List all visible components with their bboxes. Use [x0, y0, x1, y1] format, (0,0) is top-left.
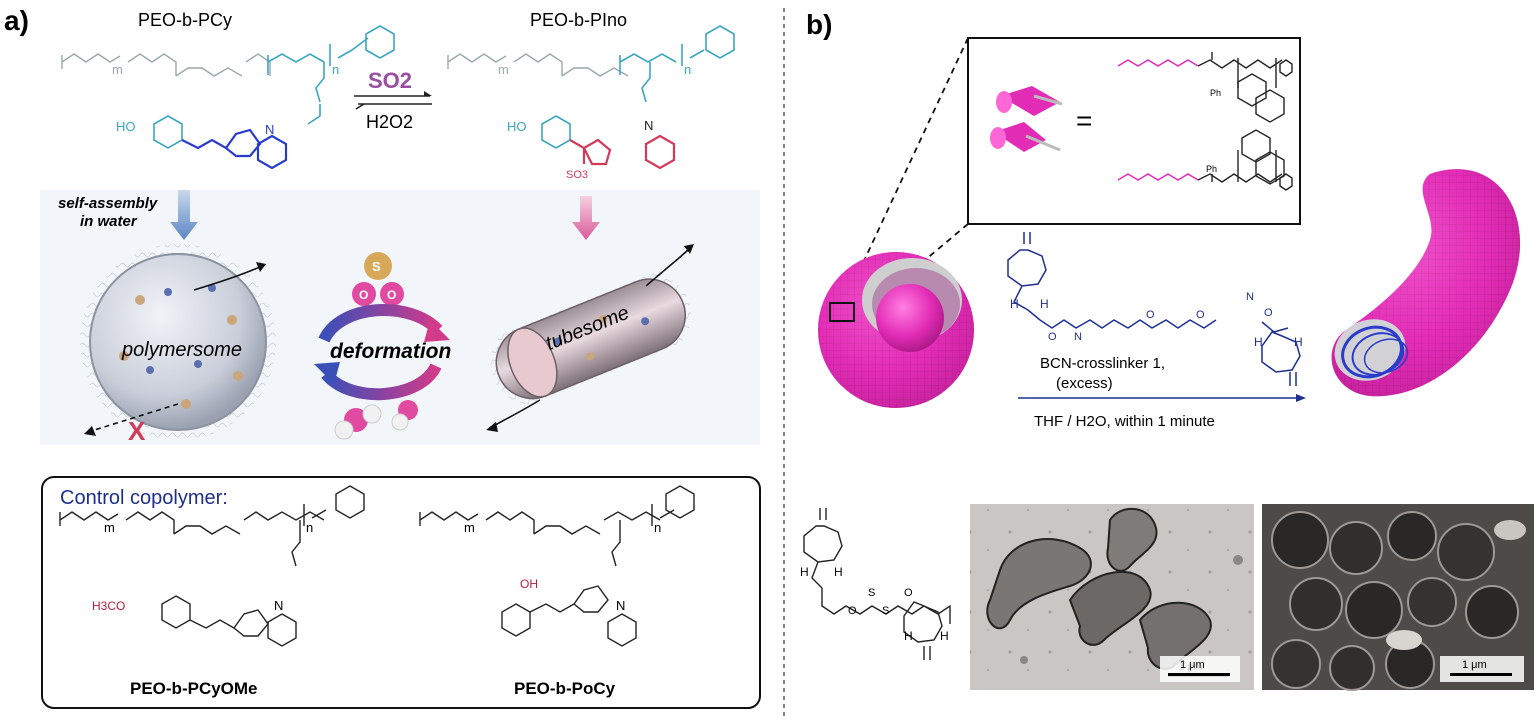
- x-mark: X: [128, 416, 146, 446]
- left-polymer-m: m: [112, 62, 123, 77]
- in-water-label: in water: [80, 213, 138, 230]
- right-polymer-structure: m n HO SO3 N: [447, 25, 735, 181]
- bcn-n-2: N: [1246, 291, 1254, 303]
- control-left-m: m: [104, 520, 115, 535]
- so2-molecule-o2: O: [387, 288, 396, 302]
- disulfide-h1: H: [800, 565, 809, 579]
- scale-bar-left-text: 1 μm: [1180, 659, 1205, 671]
- crosslinker-label: BCN-crosslinker 1,: [1040, 355, 1165, 372]
- disulfide-o1: O: [848, 605, 857, 617]
- panel-b: b) = Ph Ph: [800, 9, 1534, 691]
- disulfide-o2: O: [904, 587, 913, 599]
- disulfide-s1: S: [868, 587, 875, 599]
- panel-a-label: a): [4, 5, 29, 36]
- tubesome: tubesome: [486, 244, 694, 432]
- polymersome-label: polymersome: [121, 339, 242, 361]
- control-left-n: n: [306, 520, 313, 535]
- left-polymer-n-atom: N: [265, 122, 274, 137]
- left-polymer-n: n: [332, 62, 339, 77]
- scale-bar-right-text: 1 μm: [1462, 659, 1487, 671]
- right-polymer-m: m: [498, 62, 509, 77]
- control-right-structure: m n OH N: [419, 485, 695, 647]
- left-polymer-structure: m n HO N: [61, 25, 395, 170]
- control-left-h3co: H3CO: [92, 599, 125, 613]
- tem-image-right: 1 μm: [1262, 504, 1534, 691]
- reaction-arrowhead: [1296, 394, 1306, 402]
- so2-molecule-o1: O: [359, 288, 368, 302]
- control-title: Control copolymer:: [60, 487, 228, 509]
- panel-b-label: b): [806, 9, 832, 40]
- equals-sign: =: [1076, 105, 1092, 136]
- left-polymer-ho: HO: [116, 119, 136, 134]
- panel-a: a) PEO-b-PCy m n HO N SO2 H2O2: [4, 5, 761, 709]
- disulfide-h3: H: [904, 629, 913, 643]
- structure-ph-1: Ph: [1210, 88, 1221, 98]
- bcn-o-1: O: [1048, 331, 1057, 343]
- bcn-o-4: O: [1264, 307, 1273, 319]
- self-assembly-arrow: [170, 190, 198, 240]
- pink-tube: [1331, 169, 1521, 397]
- tem-image-left: 1 μm 1 μm: [970, 504, 1254, 690]
- control-left-structure: m n H3CO N: [59, 485, 365, 647]
- pink-vesicle: [818, 252, 974, 408]
- zoom-line-top: [841, 37, 969, 309]
- h2o2-label: H2O2: [366, 112, 413, 132]
- so2-label: SO2: [368, 68, 412, 93]
- excess-label: (excess): [1056, 375, 1113, 392]
- so2-molecule-s: S: [372, 259, 381, 274]
- assembly-arrow-right: [572, 196, 600, 240]
- right-polymer-n-atom: N: [644, 118, 653, 133]
- bcn-right-h2: H: [1294, 335, 1303, 349]
- right-polymer-n: n: [684, 62, 691, 77]
- control-left-n-atom: N: [274, 598, 283, 613]
- disulfide-h2: H: [834, 565, 843, 579]
- disulfide-crosslinker-structure: H H O S S O H H: [800, 508, 951, 660]
- control-right-n-atom: N: [616, 598, 625, 613]
- bcn-o-3: O: [1196, 309, 1205, 321]
- disulfide-h4: H: [940, 629, 949, 643]
- left-polymer-title: PEO-b-PCy: [138, 10, 232, 30]
- control-right-m: m: [464, 520, 475, 535]
- control-right-oh: OH: [520, 577, 538, 591]
- bcn-right-h1: H: [1254, 335, 1263, 349]
- conditions-label: THF / H2O, within 1 minute: [1034, 413, 1215, 430]
- right-polymer-title: PEO-b-PIno: [530, 10, 627, 30]
- reversible-arrows: SO2 H2O2: [354, 68, 432, 132]
- polymersome: X polymersome: [80, 244, 276, 446]
- right-polymer-ho: HO: [507, 119, 527, 134]
- control-right-n: n: [654, 520, 661, 535]
- deformation-label: deformation: [330, 340, 451, 363]
- deformation-cycle: S O O deformation: [314, 252, 451, 440]
- self-assembly-label: self-assembly: [58, 195, 158, 212]
- bcn-left-h2: H: [1040, 297, 1049, 311]
- bcn-n-1: N: [1074, 331, 1082, 343]
- disulfide-s2: S: [882, 605, 889, 617]
- block-copolymer-structures: Ph Ph: [1117, 52, 1293, 191]
- control-copolymer-box: Control copolymer: m n H3CO N PEO-b-PCyO…: [41, 476, 761, 709]
- bcn-o-2: O: [1146, 309, 1155, 321]
- control-right-name: PEO-b-PoCy: [514, 679, 616, 698]
- so3-label: SO3: [566, 169, 588, 181]
- bcn-left-h1: H: [1010, 297, 1019, 311]
- polymer-cones-icon: [990, 86, 1063, 152]
- control-left-name: PEO-b-PCyOMe: [130, 679, 258, 698]
- bcn-crosslinker-structure: H H O N O O N O H H: [1007, 232, 1303, 386]
- structure-ph-2: Ph: [1206, 164, 1217, 174]
